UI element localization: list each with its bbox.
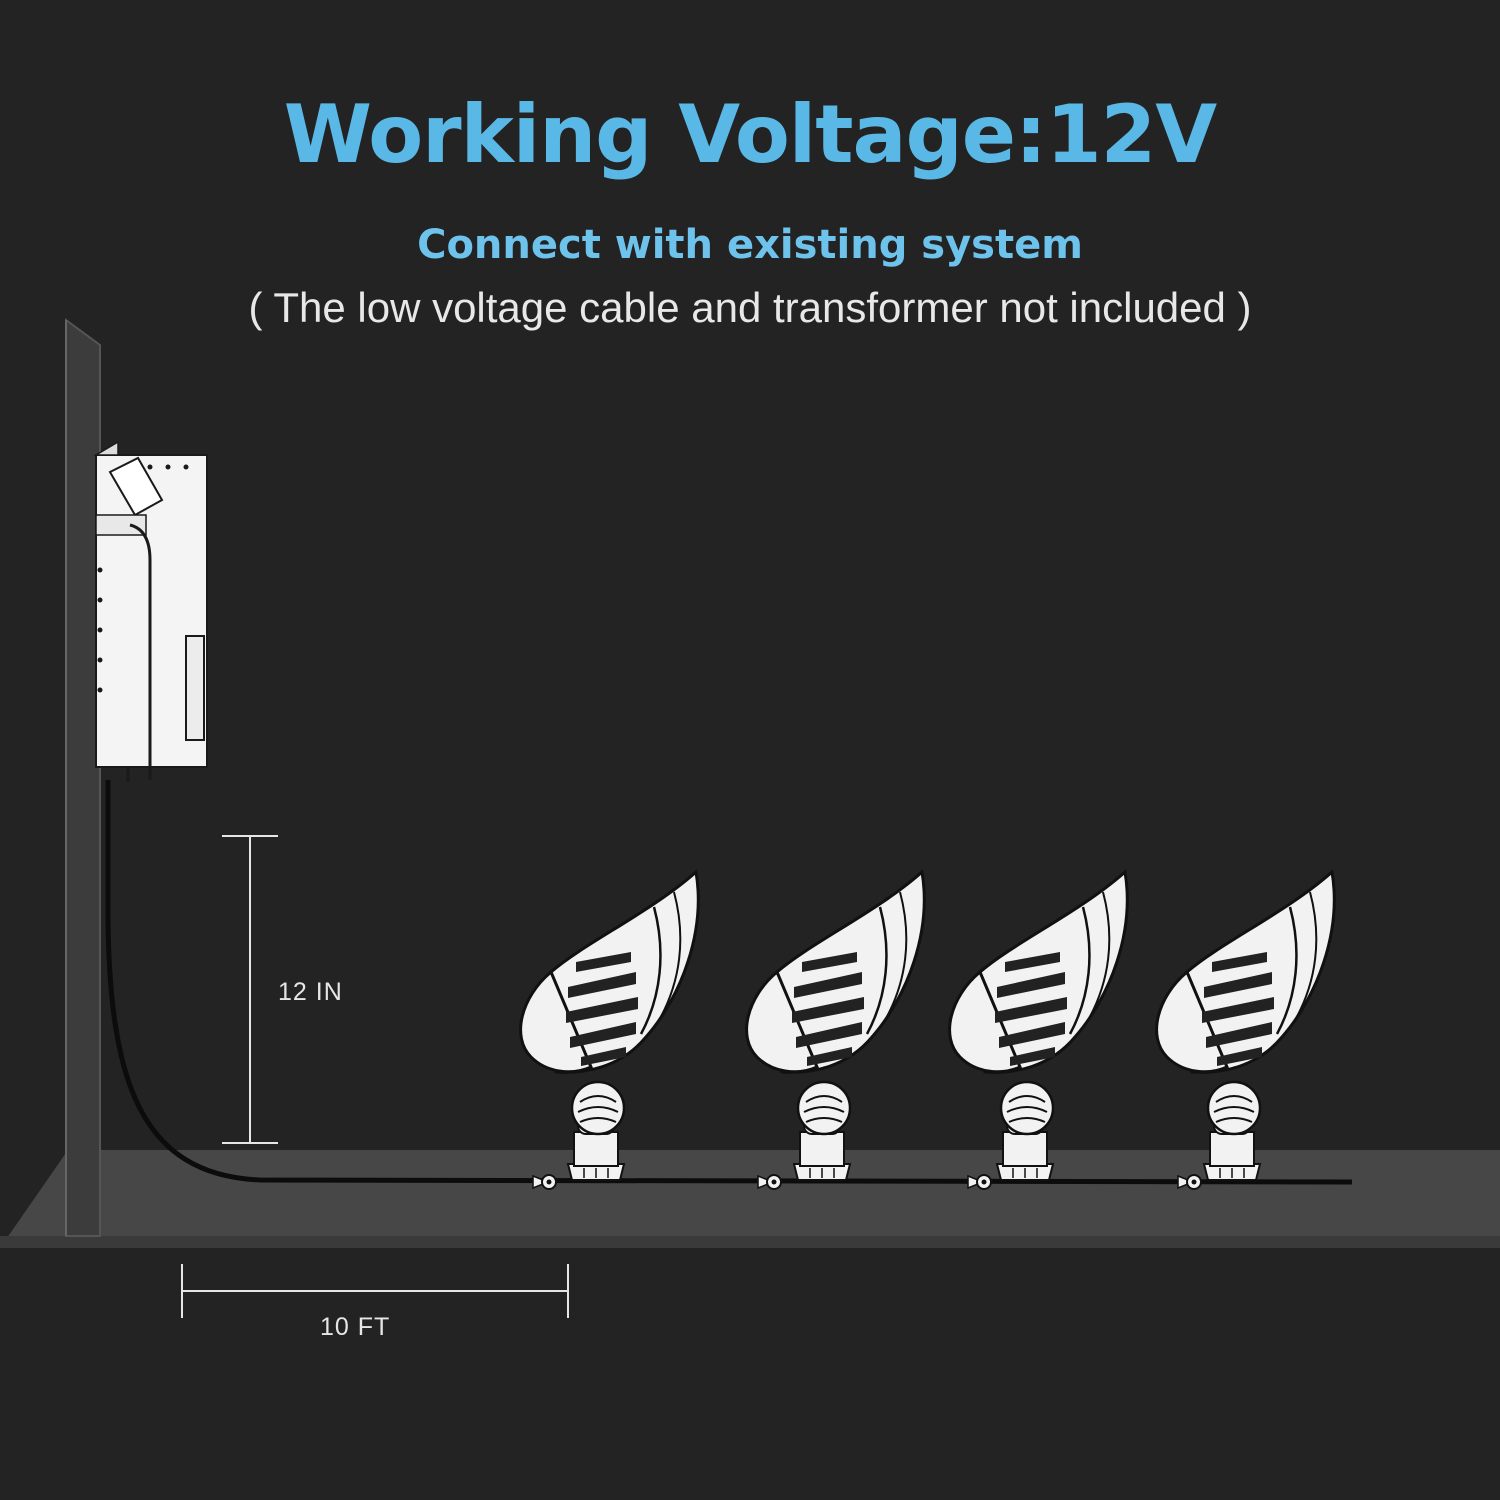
ground-surface bbox=[0, 1150, 1500, 1248]
house-wall bbox=[65, 318, 101, 1237]
not-included-note: ( The low voltage cable and transformer … bbox=[248, 284, 1252, 331]
spotlight-fixture-2 bbox=[745, 870, 926, 1182]
cable-connector bbox=[967, 1174, 992, 1190]
cable-connector bbox=[1177, 1174, 1202, 1190]
subtitle: Connect with existing system bbox=[417, 222, 1083, 268]
cable-connector bbox=[532, 1174, 557, 1190]
spotlight-fixture-4 bbox=[1155, 870, 1336, 1182]
spotlight-fixture-3 bbox=[948, 870, 1129, 1182]
spotlight-fixture-1 bbox=[519, 870, 700, 1182]
height-label: 12 IN bbox=[278, 978, 343, 1006]
page-title: Working Voltage:12V bbox=[283, 88, 1217, 181]
height-dimension bbox=[222, 835, 278, 1144]
distance-dimension bbox=[181, 1264, 569, 1318]
ground-edge bbox=[0, 1236, 1500, 1248]
cable-connector bbox=[757, 1174, 782, 1190]
transformer-box bbox=[93, 440, 208, 782]
low-voltage-cable bbox=[105, 780, 1353, 1185]
distance-label: 10 FT bbox=[320, 1313, 391, 1341]
